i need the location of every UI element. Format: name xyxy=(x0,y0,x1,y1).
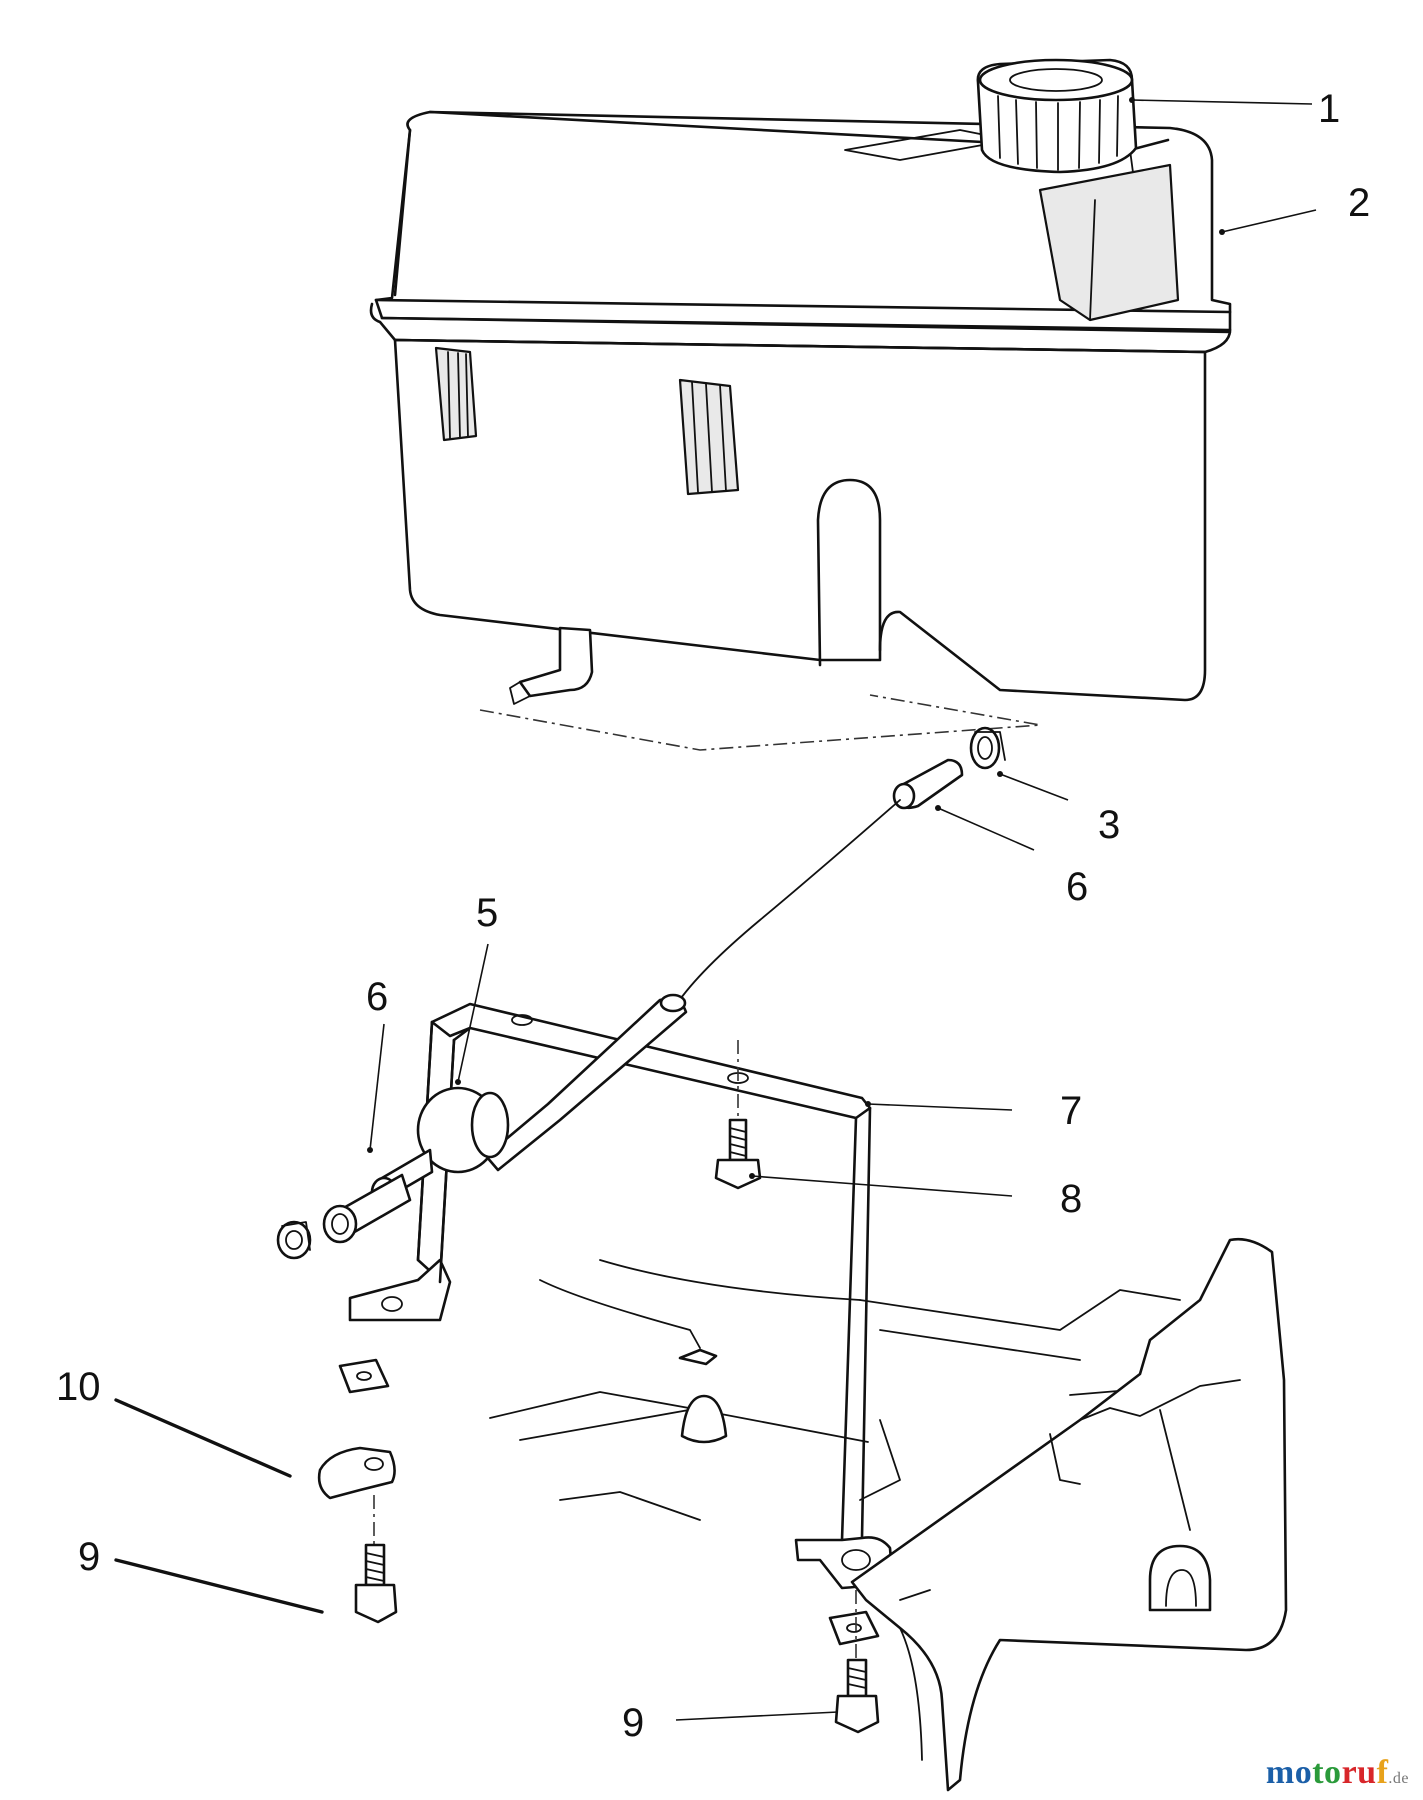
callout-8: 8 xyxy=(1060,1177,1082,1221)
callout-labels: 1 2 3 6 5 6 7 8 10 9 9 xyxy=(56,87,1370,1745)
callout-9-left: 9 xyxy=(78,1535,100,1579)
fuel-tank xyxy=(369,110,1232,751)
chassis-frame xyxy=(489,1237,1288,1792)
hose-stub-lower xyxy=(322,1173,412,1244)
tank-outlet-fitting xyxy=(509,626,594,705)
watermark-tld: .de xyxy=(1388,1770,1409,1787)
callout-7: 7 xyxy=(1060,1089,1082,1133)
watermark-part-f: f xyxy=(1376,1754,1389,1791)
clip-nut-left xyxy=(338,1358,390,1394)
tank-mount-tab-center xyxy=(678,378,740,496)
hex-bolt-left xyxy=(354,1543,398,1624)
callout-10: 10 xyxy=(56,1365,101,1409)
clip-nut-right xyxy=(828,1610,880,1646)
callout-9-right: 9 xyxy=(622,1701,644,1745)
callout-6-lower: 6 xyxy=(366,975,388,1019)
spacer-10 xyxy=(317,1446,396,1545)
fuel-filter xyxy=(370,1086,510,1208)
screw-8 xyxy=(714,1118,762,1190)
watermark-part-mo: mo xyxy=(1265,1754,1313,1791)
callout-3: 3 xyxy=(1098,803,1120,847)
fuel-cap xyxy=(976,58,1138,174)
hose-clamp-upper xyxy=(969,726,1006,770)
callout-6-upper: 6 xyxy=(1066,865,1088,909)
watermark-logo: motoruf.de xyxy=(1266,1754,1409,1792)
leader-lines xyxy=(114,97,1317,1721)
fuel-hose-lower xyxy=(484,993,688,1172)
callout-1: 1 xyxy=(1318,87,1340,131)
hose-clamp-lower xyxy=(276,1220,312,1260)
tank-mount-tab-left xyxy=(434,346,478,442)
callout-5: 5 xyxy=(476,891,498,935)
watermark-part-to: to xyxy=(1312,1754,1342,1791)
hex-bolt-right xyxy=(834,1590,880,1734)
hose-end-upper xyxy=(892,758,964,810)
watermark-part-ru: ru xyxy=(1341,1754,1377,1791)
callout-2: 2 xyxy=(1348,181,1370,225)
fuel-line xyxy=(675,799,901,1006)
